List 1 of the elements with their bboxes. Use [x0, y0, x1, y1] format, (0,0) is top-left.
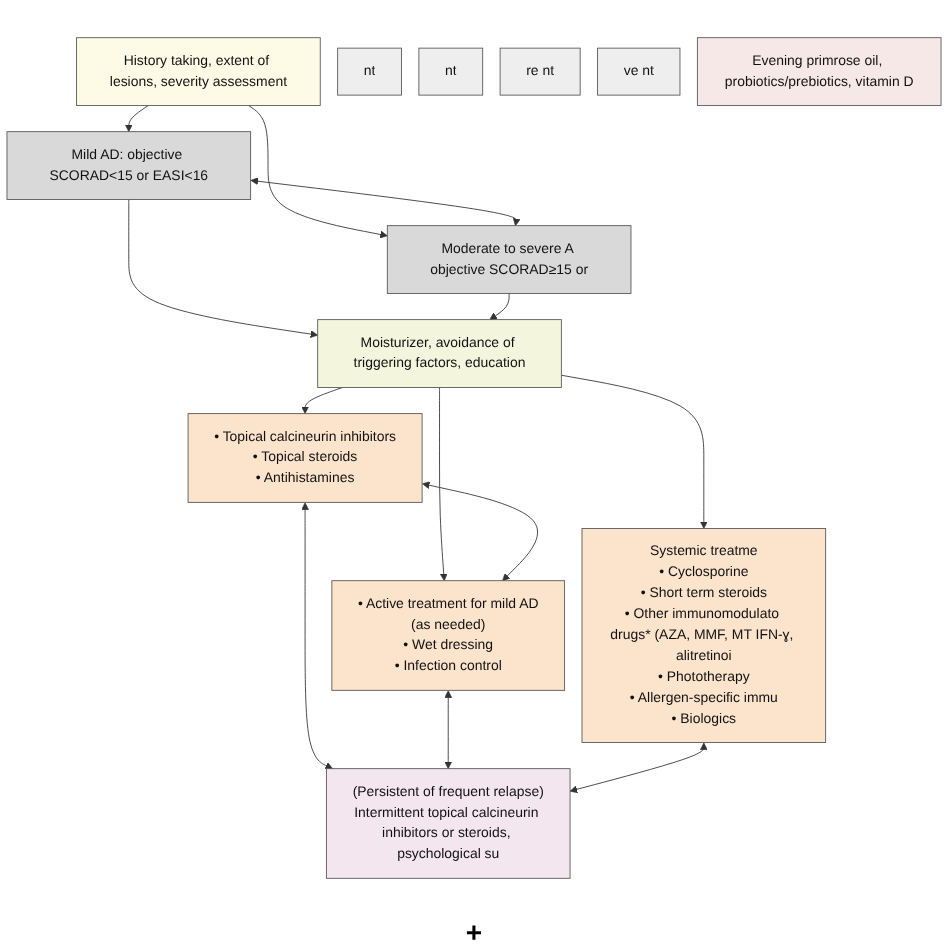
- plus-sign: +: [465, 916, 483, 948]
